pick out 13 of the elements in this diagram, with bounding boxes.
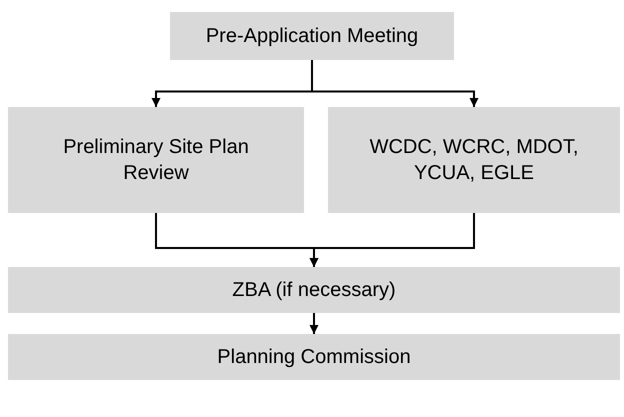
box-label: ZBA (if necessary): [232, 278, 396, 303]
process-box: [8, 334, 620, 380]
process-box: [328, 107, 620, 213]
box-label: Pre-Application Meeting: [206, 24, 418, 49]
arrow: [311, 60, 478, 107]
box-label: WCDC, WCRC, MDOT, YCUA, EGLE: [368, 135, 580, 186]
process-box: [8, 267, 620, 313]
box-label: Planning Commission: [217, 345, 411, 370]
arrow: [310, 213, 475, 267]
process-box: [8, 107, 304, 213]
arrow: [310, 313, 318, 334]
process-box: [170, 12, 454, 60]
box-label: Preliminary Site Plan Review: [62, 135, 250, 186]
